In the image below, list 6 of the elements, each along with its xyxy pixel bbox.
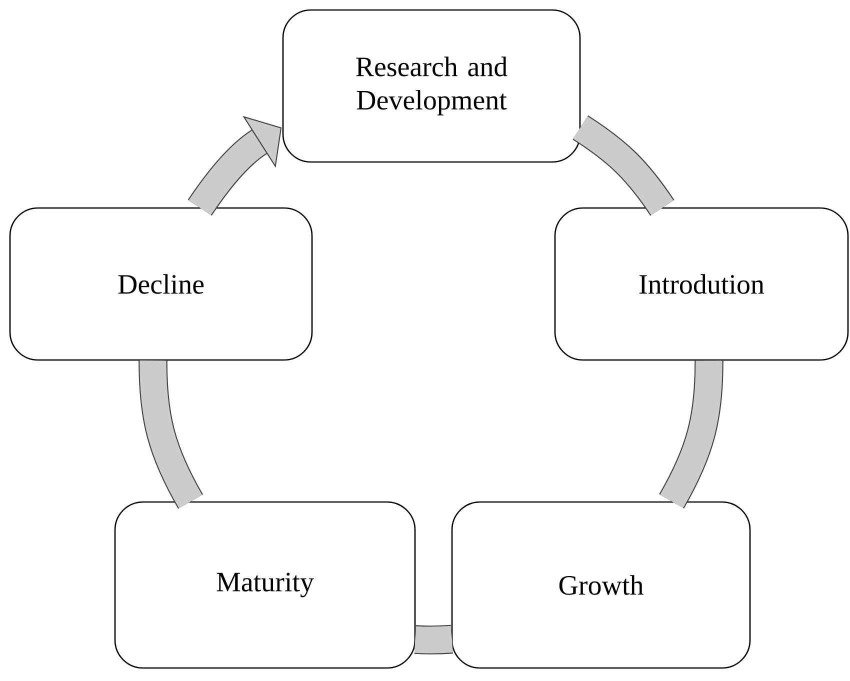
stage-box: Growth (451, 501, 751, 669)
stage-box: Introdution (554, 207, 849, 361)
stage-box: Maturity (114, 501, 416, 669)
stage-box: Decline (9, 207, 313, 361)
stage-box: Research and Development (282, 9, 581, 163)
cycle-arrow (188, 116, 282, 216)
